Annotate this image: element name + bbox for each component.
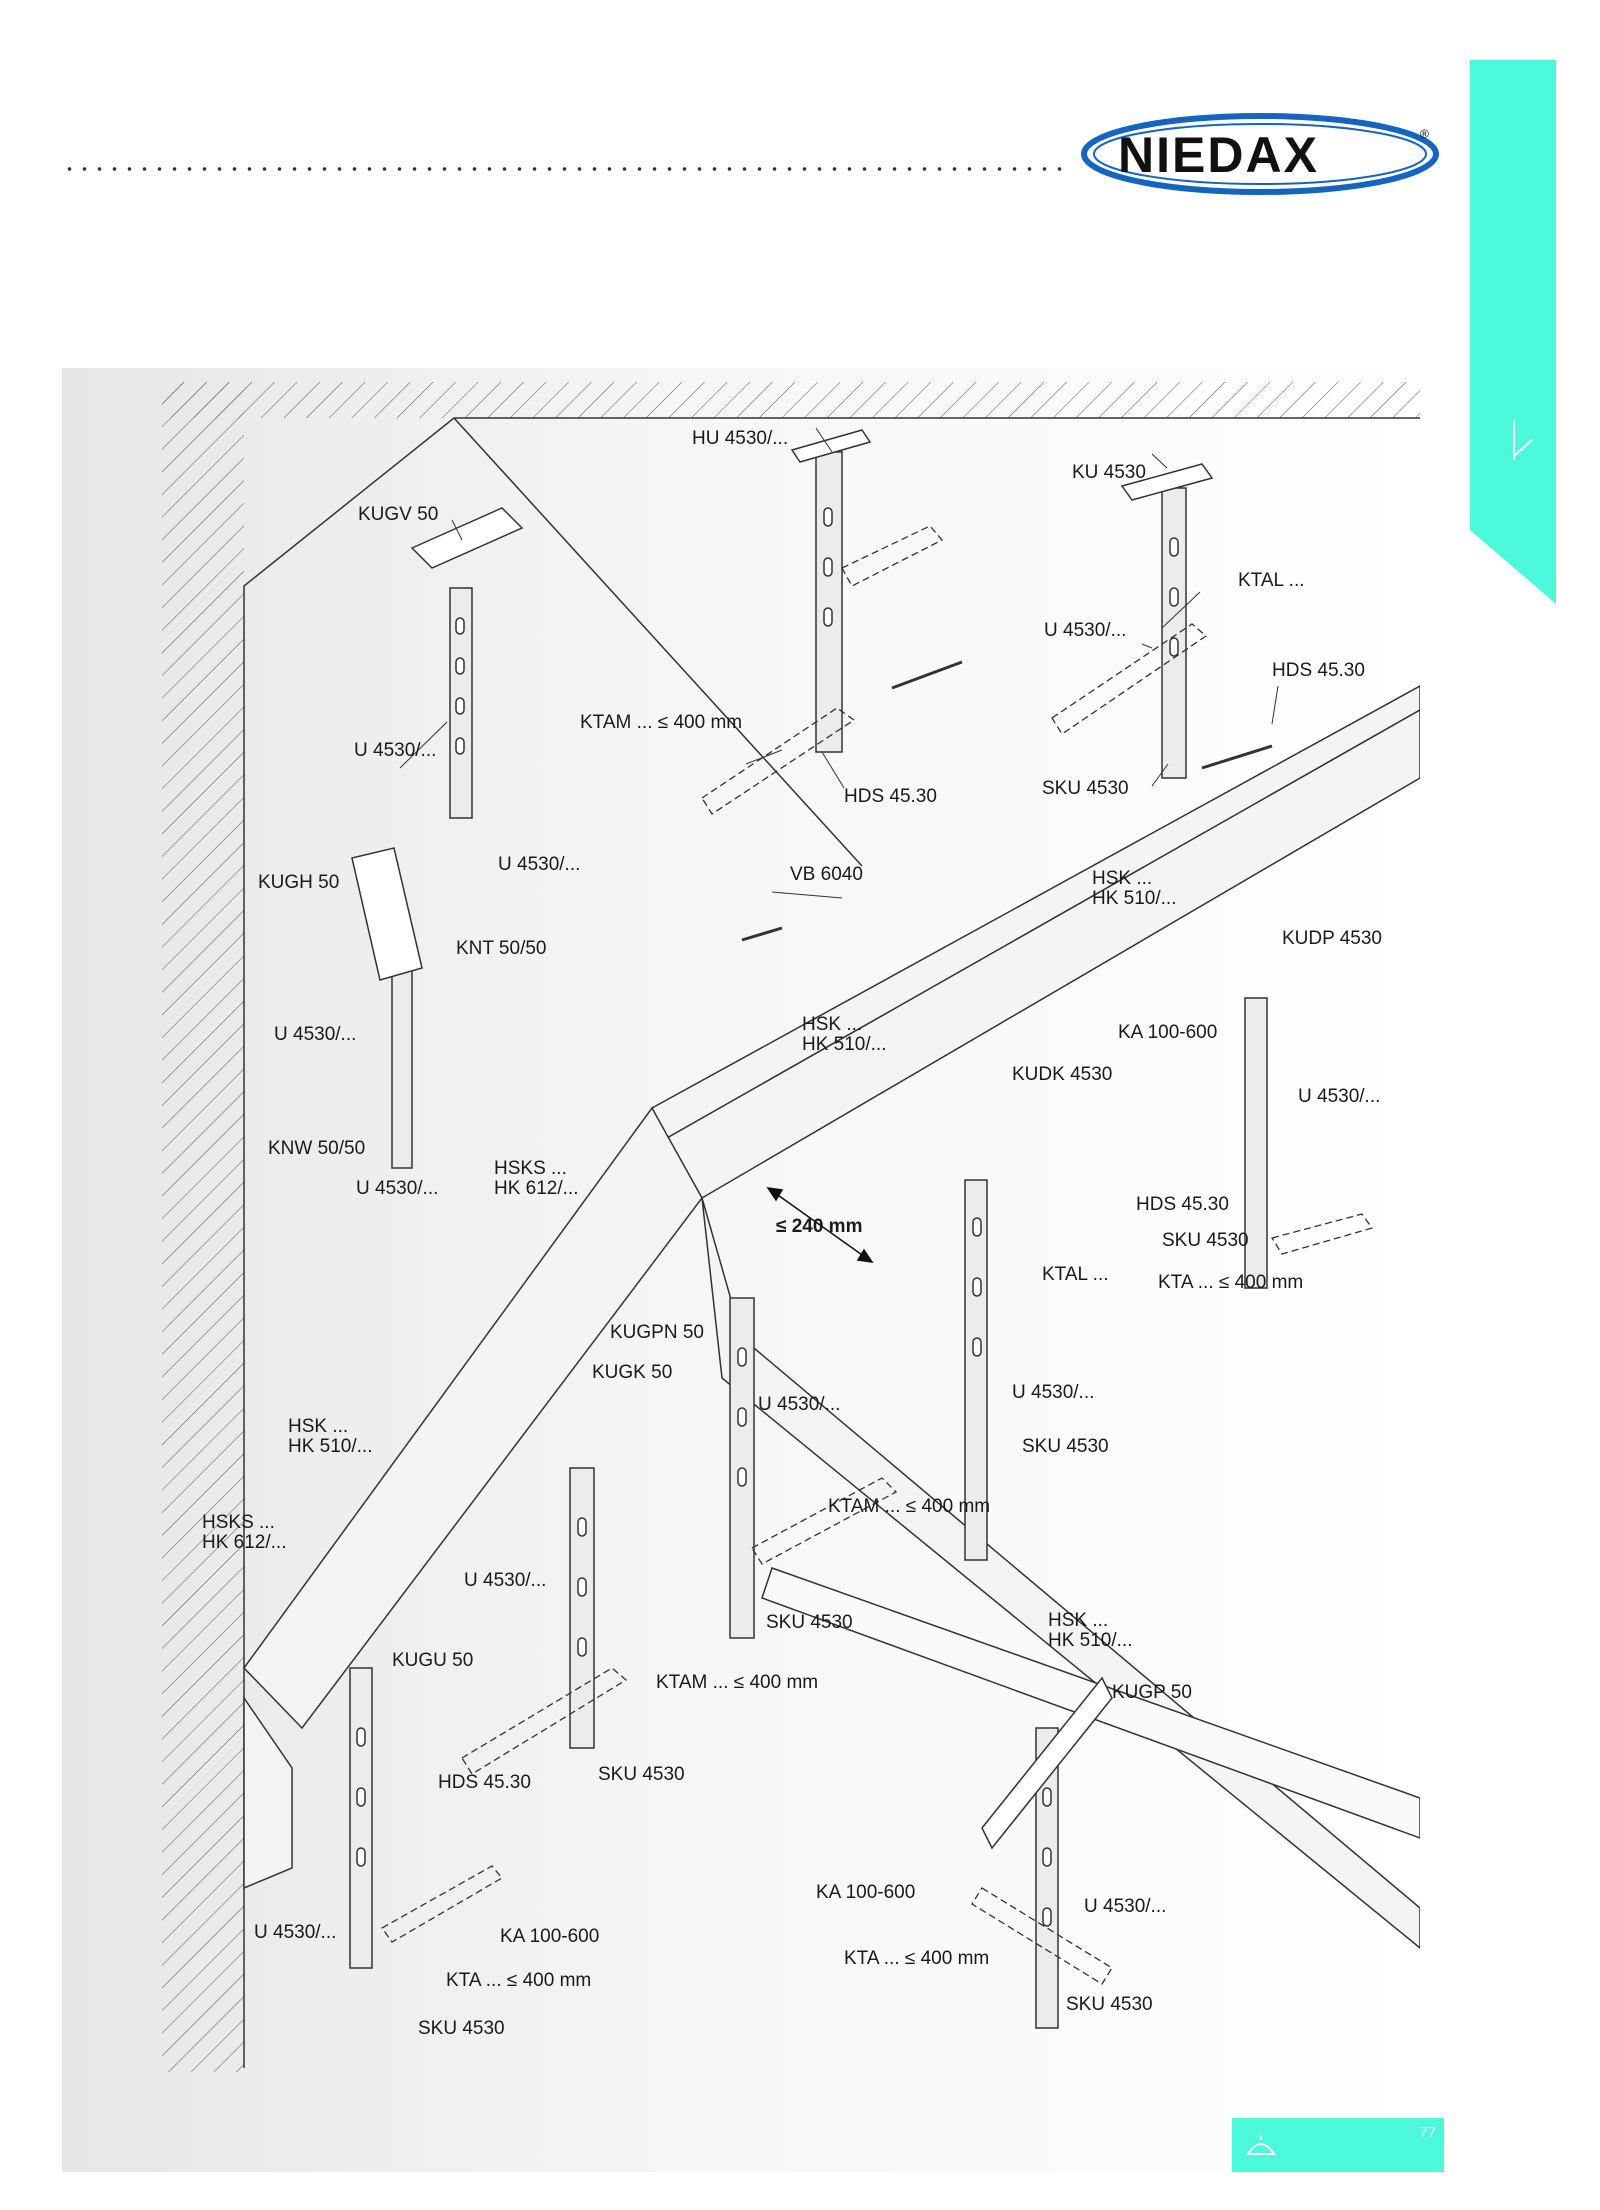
leader-lines — [399, 427, 1279, 899]
label-ka100600-r: KA 100-600 — [1118, 1022, 1217, 1043]
label-sku-r3: SKU 4530 — [1022, 1436, 1109, 1457]
label-u4530-r3: U 4530/... — [1012, 1382, 1094, 1403]
cantilever-brackets — [381, 525, 1374, 1985]
label-kugu50: KUGU 50 — [392, 1650, 473, 1671]
label-ka100600-b: KA 100-600 — [816, 1882, 915, 1903]
label-sku-lb: SKU 4530 — [418, 2018, 505, 2039]
hex-bolts — [741, 660, 1273, 942]
label-u4530-c3: U 4530/... — [758, 1394, 840, 1415]
label-hsk-r5: HSK ... — [1048, 1610, 1108, 1631]
label-u4530-c5: U 4530/... — [464, 1570, 546, 1591]
label-hk510-r1: HK 510/... — [1092, 888, 1177, 909]
label-ktam-c: KTAM ... ≤ 400 mm — [828, 1496, 990, 1517]
label-sku-rb: SKU 4530 — [1066, 1994, 1153, 2015]
label-spacing-240: ≤ 240 mm — [776, 1216, 862, 1237]
footer-bar: 77 — [1232, 2118, 1444, 2172]
label-kta-lb: KTA ... ≤ 400 mm — [446, 1970, 591, 1991]
logo-registered-mark: ® — [1420, 127, 1429, 141]
label-hk612-l5: HK 612/... — [202, 1532, 287, 1553]
label-kta-r2: KTA ... ≤ 400 mm — [1158, 1272, 1303, 1293]
logo-wordmark: NIEDAX — [1118, 127, 1319, 183]
label-kugv50: KUGV 50 — [358, 504, 438, 525]
label-hds-b: HDS 45.30 — [438, 1772, 531, 1793]
label-u4530-mid: U 4530/... — [498, 854, 580, 875]
label-hsk-r1: HSK ... — [1092, 868, 1152, 889]
label-u4530-tr: U 4530/... — [1044, 620, 1126, 641]
label-knt5050: KNT 50/50 — [456, 938, 546, 959]
label-kta-b: KTA ... ≤ 400 mm — [844, 1948, 989, 1969]
label-kugpn50: KUGPN 50 — [610, 1322, 704, 1343]
label-ktam-top: KTAM ... ≤ 400 mm — [580, 712, 742, 733]
label-kugp50: KUGP 50 — [1112, 1682, 1192, 1703]
label-u4530-l2: U 4530/... — [274, 1024, 356, 1045]
label-hsk-c1: HSK ... — [802, 1014, 862, 1035]
label-sku-r2: SKU 4530 — [1162, 1230, 1249, 1251]
label-ktam-b: KTAM ... ≤ 400 mm — [656, 1672, 818, 1693]
label-hk510-l4: HK 510/... — [288, 1436, 373, 1457]
label-u4530-b: U 4530/... — [1084, 1896, 1166, 1917]
label-hds-r2: HDS 45.30 — [1136, 1194, 1229, 1215]
mounting-plates — [351, 429, 1214, 1850]
installation-diagram: HU 4530/... KU 4530 KUGV 50 KTAL ... U 4… — [162, 382, 1420, 2072]
room-outline — [243, 417, 1420, 2068]
label-kudp4530: KUDP 4530 — [1282, 928, 1382, 949]
label-knw5050: KNW 50/50 — [268, 1138, 365, 1159]
label-ktal-mid: KTAL ... — [1042, 1264, 1109, 1285]
spacing-dimension — [766, 1187, 874, 1263]
label-hsks-m: HSKS ... — [494, 1158, 567, 1179]
label-u4530-l3: U 4530/... — [356, 1178, 438, 1199]
label-u4530-tl: U 4530/... — [354, 740, 436, 761]
label-ka100600-lb: KA 100-600 — [500, 1926, 599, 1947]
bell-icon — [1246, 2135, 1276, 2155]
label-sku-tr: SKU 4530 — [1042, 778, 1129, 799]
label-hk612-m: HK 612/... — [494, 1178, 579, 1199]
side-tab-glyph — [1513, 420, 1533, 460]
label-hu4530: HU 4530/... — [692, 428, 788, 449]
label-u4530-lb: U 4530/... — [254, 1922, 336, 1943]
label-ku4530: KU 4530 — [1072, 462, 1146, 483]
label-hds-tr: HDS 45.30 — [1272, 660, 1365, 681]
niedax-logo: NIEDAX ® — [1081, 113, 1439, 195]
label-hsks-l5: HSKS ... — [202, 1512, 275, 1533]
side-tab — [1470, 60, 1556, 604]
label-u4530-r2: U 4530/... — [1298, 1086, 1380, 1107]
diagram-labels: HU 4530/... KU 4530 KUGV 50 KTAL ... U 4… — [202, 428, 1382, 2039]
header-dotted-rule — [62, 166, 1062, 172]
label-kugh50: KUGH 50 — [258, 872, 339, 893]
label-ktal-top: KTAL ... — [1238, 570, 1305, 591]
page-number: 77 — [1419, 2124, 1436, 2141]
label-sku-b: SKU 4530 — [598, 1764, 685, 1785]
label-hk510-c1: HK 510/... — [802, 1034, 887, 1055]
label-hk510-r5: HK 510/... — [1048, 1630, 1133, 1651]
label-kudk4530: KUDK 4530 — [1012, 1064, 1112, 1085]
wall-ceiling-hatching — [162, 382, 1420, 2072]
label-vb6040: VB 6040 — [790, 864, 863, 885]
label-kugk50: KUGK 50 — [592, 1362, 672, 1383]
drawing-panel — [62, 368, 1420, 2172]
label-hds-top: HDS 45.30 — [844, 786, 937, 807]
label-sku-c5: SKU 4530 — [766, 1612, 853, 1633]
label-hsk-l4: HSK ... — [288, 1416, 348, 1437]
